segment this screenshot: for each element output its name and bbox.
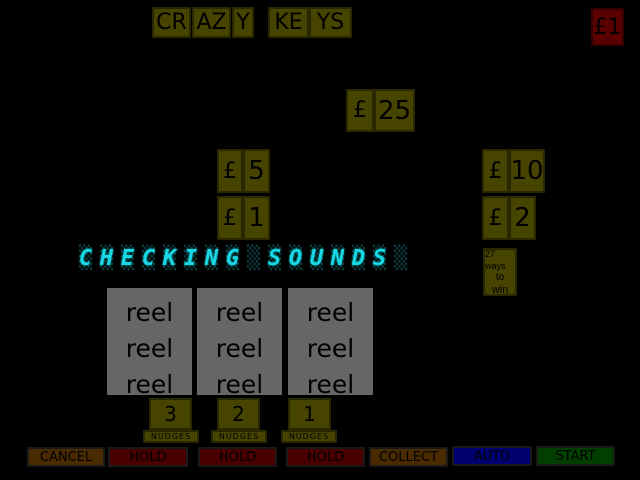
ways-to-win-badge: 27 ways to win bbox=[483, 248, 517, 296]
prize-25-currency: £ bbox=[346, 89, 374, 132]
title-segment-ys: YS bbox=[309, 7, 352, 38]
nudges-label: NUDGES bbox=[150, 432, 192, 441]
stake-indicator: £1 bbox=[591, 8, 624, 46]
reel-symbol: reel bbox=[306, 334, 355, 363]
title-text: AZ bbox=[196, 10, 227, 35]
nudge-count-reel-2: 2 bbox=[217, 398, 260, 430]
reel-2: reel reel reel bbox=[197, 288, 282, 395]
currency-symbol: £ bbox=[223, 205, 237, 231]
reel-symbol: reel bbox=[306, 370, 355, 395]
nudges-label-reel-2: NUDGES bbox=[211, 430, 267, 443]
title-text: YS bbox=[316, 10, 345, 35]
reel-symbol: reel bbox=[125, 298, 174, 327]
title-segment-az: AZ bbox=[192, 7, 231, 38]
display-char: ▒E bbox=[120, 246, 135, 271]
reel-3: reel reel reel bbox=[288, 288, 373, 395]
button-label: HOLD bbox=[218, 449, 257, 465]
prize-amount: 5 bbox=[248, 156, 265, 186]
prize-25-amount: 25 bbox=[374, 89, 415, 132]
display-char: ▒S bbox=[267, 246, 282, 271]
cancel-button[interactable]: CANCEL bbox=[27, 447, 105, 467]
prize-amount: 1 bbox=[248, 203, 265, 233]
nudge-count-reel-3: 1 bbox=[288, 398, 331, 430]
hold-3-button[interactable]: HOLD bbox=[286, 447, 365, 467]
nudges-label-reel-1: NUDGES bbox=[143, 430, 199, 443]
reel-symbol: reel bbox=[306, 298, 355, 327]
ways-line-3: win bbox=[491, 284, 509, 296]
reel-symbol: reel bbox=[125, 370, 174, 395]
auto-button[interactable]: AUTO bbox=[452, 446, 532, 466]
display-char: ▒S bbox=[372, 246, 387, 271]
prize-10-currency: £ bbox=[482, 149, 509, 193]
title-segment-cr: CR bbox=[152, 7, 191, 38]
nudge-count: 2 bbox=[232, 402, 245, 426]
button-label: AUTO bbox=[473, 448, 511, 464]
prize-amount: 10 bbox=[510, 156, 544, 186]
currency-symbol: £ bbox=[488, 205, 503, 231]
display-char: ▒G bbox=[225, 246, 240, 271]
nudges-label: NUDGES bbox=[288, 432, 330, 441]
reel-symbol: reel bbox=[215, 334, 264, 363]
ways-line-1: 27 ways bbox=[485, 249, 506, 271]
display-char: ▒ bbox=[246, 246, 261, 271]
display-char: ▒C bbox=[141, 246, 156, 271]
button-label: COLLECT bbox=[378, 449, 439, 465]
reel-symbol: reel bbox=[125, 334, 174, 363]
button-label: CANCEL bbox=[39, 449, 93, 465]
display-char: ▒C bbox=[78, 246, 93, 271]
prize-5-currency: £ bbox=[217, 149, 243, 193]
prize-1-amount: 1 bbox=[243, 196, 270, 240]
display-char: ▒N bbox=[330, 246, 345, 271]
display-char: ▒N bbox=[204, 246, 219, 271]
button-label: HOLD bbox=[306, 449, 345, 465]
alphanumeric-display: ▒C ▒H ▒E ▒C ▒K ▒I ▒N ▒G ▒ ▒S ▒O ▒U ▒N ▒D… bbox=[75, 247, 411, 271]
title-segment-ke: KE bbox=[268, 7, 309, 38]
currency-symbol: £ bbox=[353, 98, 367, 123]
display-char: ▒K bbox=[162, 246, 177, 271]
start-button[interactable]: START bbox=[536, 446, 615, 466]
stake-text: £1 bbox=[593, 14, 622, 40]
display-char: ▒O bbox=[288, 246, 303, 271]
prize-2-amount: 2 bbox=[509, 196, 536, 240]
collect-button[interactable]: COLLECT bbox=[369, 447, 448, 467]
display-char: ▒U bbox=[309, 246, 324, 271]
title-text: KE bbox=[274, 10, 303, 35]
reel-symbol: reel bbox=[215, 298, 264, 327]
title-text: Y bbox=[236, 10, 250, 35]
prize-1-currency: £ bbox=[217, 196, 243, 240]
prize-5-amount: 5 bbox=[243, 149, 270, 193]
prize-10-amount: 10 bbox=[509, 149, 545, 193]
button-label: START bbox=[555, 448, 596, 464]
prize-amount: 25 bbox=[377, 95, 412, 126]
title-segment-y: Y bbox=[232, 7, 254, 38]
display-char: ▒ bbox=[393, 246, 408, 271]
nudge-count-reel-1: 3 bbox=[149, 398, 192, 430]
nudge-count: 3 bbox=[164, 402, 177, 426]
display-char: ▒H bbox=[99, 246, 114, 271]
hold-1-button[interactable]: HOLD bbox=[108, 447, 188, 467]
prize-amount: 2 bbox=[514, 203, 531, 233]
nudges-label: NUDGES bbox=[218, 432, 260, 441]
nudge-count: 1 bbox=[303, 402, 316, 426]
prize-2-currency: £ bbox=[482, 196, 509, 240]
currency-symbol: £ bbox=[488, 158, 503, 184]
display-char: ▒D bbox=[351, 246, 366, 271]
display-char: ▒I bbox=[183, 246, 198, 271]
currency-symbol: £ bbox=[223, 158, 237, 184]
title-text: CR bbox=[156, 10, 187, 35]
nudges-label-reel-3: NUDGES bbox=[281, 430, 337, 443]
ways-line-2: to bbox=[495, 272, 505, 283]
button-label: HOLD bbox=[129, 449, 167, 465]
hold-2-button[interactable]: HOLD bbox=[198, 447, 277, 467]
reel-symbol: reel bbox=[215, 370, 264, 395]
reel-1: reel reel reel bbox=[107, 288, 192, 395]
